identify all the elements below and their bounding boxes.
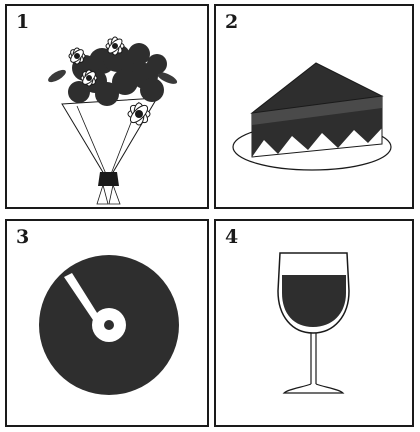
panel-2: 2: [214, 4, 414, 209]
panel-number: 2: [225, 11, 239, 33]
panel-4: 4: [214, 219, 414, 427]
panel-number: 1: [16, 11, 30, 33]
panel-1: 1: [5, 4, 209, 209]
cake-slice-icon: [232, 62, 392, 171]
flower-bouquet-icon: [48, 36, 178, 205]
panel-number: 4: [225, 226, 239, 248]
vinyl-record-icon: [39, 255, 179, 395]
panel-3: 3: [5, 219, 209, 427]
panel-number: 3: [16, 226, 30, 248]
wine-glass-icon: [277, 252, 350, 394]
